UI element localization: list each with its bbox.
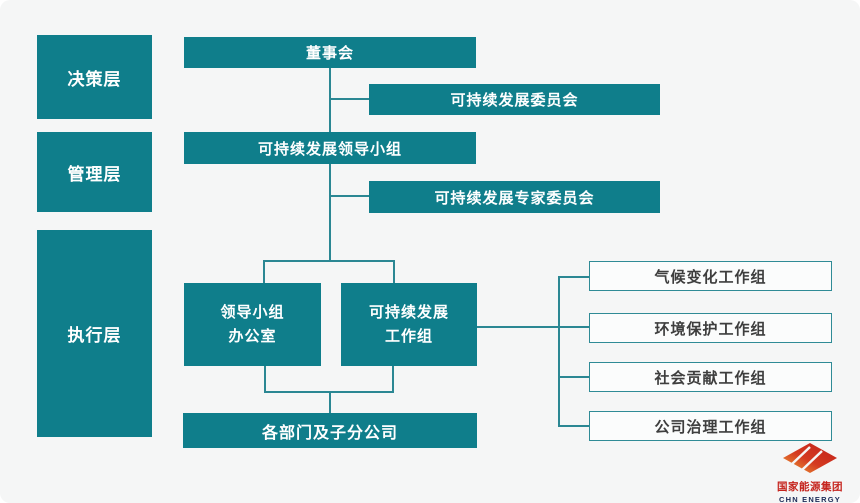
chn-energy-logo: 国家能源集团 CHN ENERGY: [768, 443, 852, 503]
connector-split-top: [263, 260, 395, 262]
node-leading-group-office: 领导小组 办公室: [184, 283, 321, 366]
node-leading-group: 可持续发展领导小组: [184, 132, 476, 164]
node-task-group-social: 社会贡献工作组: [589, 362, 832, 392]
task-group-governance-label: 公司治理工作组: [654, 418, 767, 436]
connector-split-right-drop: [393, 260, 395, 284]
node-task-group-environment: 环境保护工作组: [589, 313, 832, 343]
connector-stub-governance: [558, 425, 589, 427]
node-task-group-governance: 公司治理工作组: [589, 411, 832, 441]
node-working-group: 可持续发展 工作组: [341, 283, 477, 366]
node-departments: 各部门及子分公司: [183, 413, 477, 448]
layer-box-management: 管理层: [37, 132, 152, 212]
connector-stub-climate: [558, 276, 589, 278]
layer-label-execution: 执行层: [67, 326, 122, 345]
node-leading-group-label: 可持续发展领导小组: [257, 140, 402, 158]
node-sustainability-committee: 可持续发展委员会: [369, 84, 660, 115]
node-board: 董事会: [184, 37, 476, 68]
connector-split-left-drop: [263, 260, 265, 284]
connector-working-group-down: [392, 366, 394, 393]
logo-company-name-cn: 国家能源集团: [777, 481, 843, 493]
node-working-group-label-line2: 工作组: [384, 327, 433, 345]
connector-office-down: [264, 366, 266, 393]
connector-stub-social: [558, 376, 589, 378]
node-expert-committee: 可持续发展专家委员会: [369, 181, 660, 213]
connector-leading-group-down: [329, 164, 331, 260]
layer-label-decision: 决策层: [67, 69, 122, 89]
layer-label-management: 管理层: [67, 164, 122, 184]
connector-task-group-spine: [558, 276, 560, 427]
node-sustainability-committee-label: 可持续发展委员会: [450, 92, 579, 109]
node-expert-committee-label: 可持续发展专家委员会: [434, 189, 595, 207]
connector-to-expert-committee: [329, 195, 369, 197]
layer-box-decision: 决策层: [37, 35, 152, 119]
connector-to-sustainability-committee: [329, 98, 369, 100]
node-office-label-line2: 办公室: [228, 327, 277, 345]
node-working-group-label-line1: 可持续发展: [368, 303, 449, 321]
layer-box-execution: 执行层: [37, 230, 152, 437]
task-group-climate-label: 气候变化工作组: [654, 268, 767, 286]
node-departments-label: 各部门及子分公司: [261, 424, 398, 442]
node-board-label: 董事会: [305, 45, 354, 62]
node-task-group-climate: 气候变化工作组: [589, 261, 832, 291]
connector-to-departments: [329, 391, 331, 413]
task-group-social-label: 社会贡献工作组: [654, 369, 767, 387]
task-group-environment-label: 环境保护工作组: [654, 320, 767, 338]
node-office-label-line1: 领导小组: [220, 303, 285, 321]
connector-board-to-leading-group: [329, 68, 331, 132]
chn-energy-logo-icon: [783, 443, 837, 473]
logo-company-name-en: CHN ENERGY: [778, 495, 841, 503]
connector-working-group-right: [477, 326, 589, 328]
